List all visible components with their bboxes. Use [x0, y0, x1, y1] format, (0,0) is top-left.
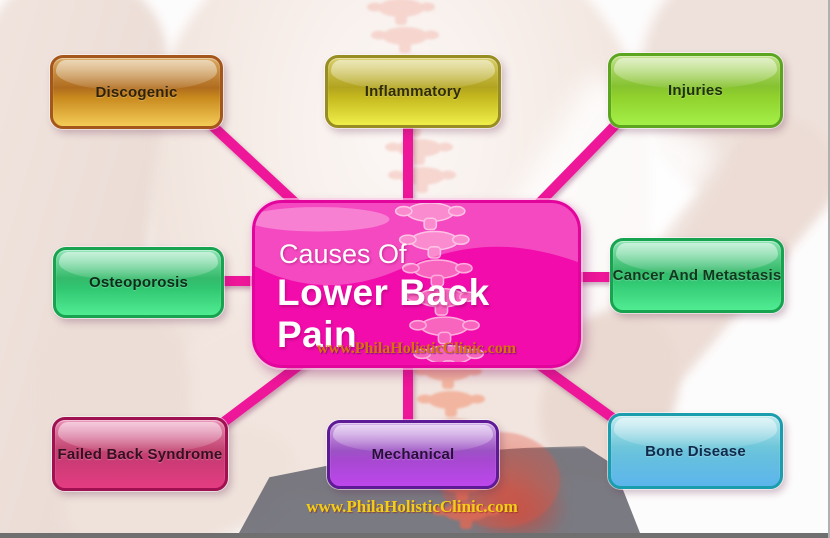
- node-label: Mechanical: [371, 446, 455, 463]
- node-bone-disease: Bone Disease: [608, 413, 783, 489]
- node-label: Failed Back Syndrome: [57, 445, 223, 463]
- node-label: Injuries: [668, 82, 723, 99]
- node-osteoporosis: Osteoporosis: [53, 247, 224, 318]
- gloss-highlight: [58, 422, 222, 453]
- node-label: Cancer And Metastasis: [612, 267, 782, 284]
- node-inflammatory: Inflammatory: [325, 55, 501, 128]
- frame-right-edge: [828, 0, 830, 538]
- center-watermark: www.PhilaHolisticClinic.com: [316, 340, 517, 357]
- node-label: Osteoporosis: [88, 274, 189, 291]
- node-injuries: Injuries: [608, 53, 783, 128]
- center-title-line1: Causes Of: [279, 239, 407, 269]
- gloss-highlight: [614, 58, 777, 90]
- node-label: Bone Disease: [645, 442, 746, 460]
- node-failed-back-syndrome: Failed Back Syndrome: [52, 417, 228, 491]
- node-label: Inflammatory: [364, 83, 462, 100]
- gloss-highlight: [56, 60, 217, 91]
- footer-watermark: www.PhilaHolisticClinic.com: [306, 497, 518, 516]
- node-label: Discogenic: [95, 83, 178, 101]
- center-text-block: Causes Of Lower Back Pain www.PhilaHolis…: [255, 203, 578, 365]
- node-discogenic: Discogenic: [50, 55, 223, 129]
- node-cancer-and-metastasis: Cancer And Metastasis: [610, 238, 784, 313]
- gloss-highlight: [616, 243, 778, 275]
- center-box: Causes Of Lower Back Pain www.PhilaHolis…: [252, 200, 581, 368]
- gloss-highlight: [614, 418, 777, 450]
- node-mechanical: Mechanical: [327, 420, 499, 489]
- frame-bottom-edge: [0, 533, 830, 538]
- gloss-highlight: [59, 252, 218, 282]
